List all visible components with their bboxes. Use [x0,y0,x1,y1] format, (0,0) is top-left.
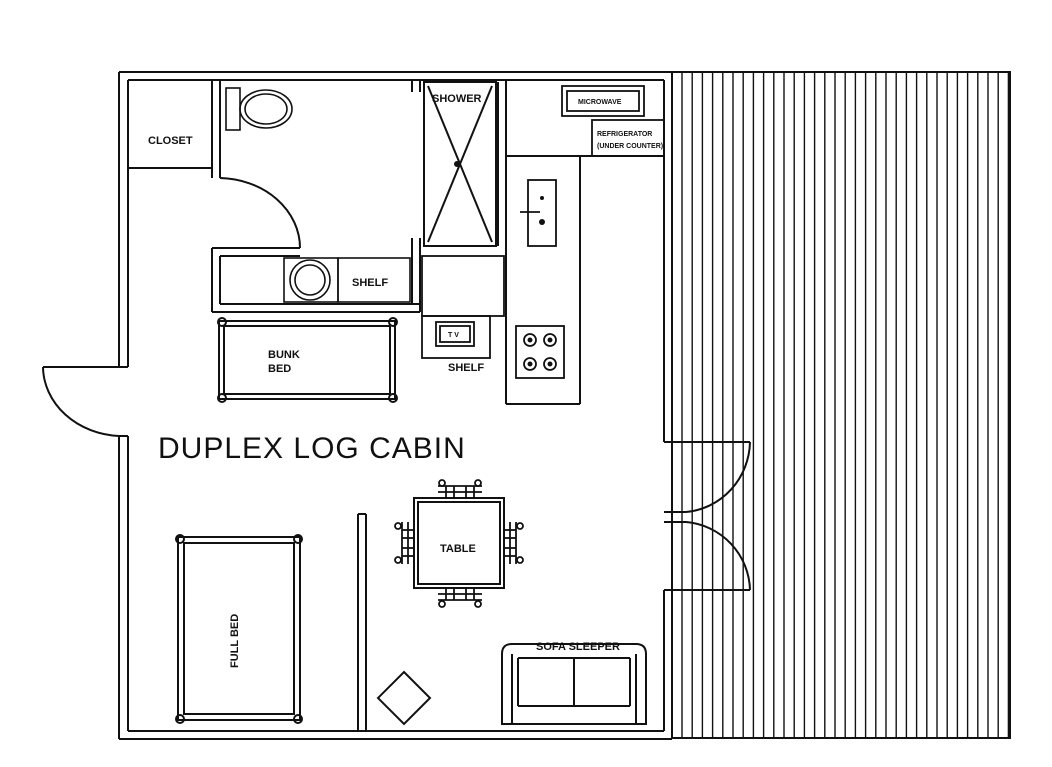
stove-icon [515,325,565,379]
exterior-walls [118,71,750,740]
sofa-sleeper [501,643,647,725]
closet [128,80,221,169]
chair-left [394,522,414,564]
tv-label: T V [448,332,459,339]
refrigerator-sublabel: (UNDER COUNTER) [597,143,663,150]
chair-bottom [438,588,482,608]
end-table [376,670,432,726]
shower-label: SHOWER [432,93,482,105]
full-bed-label: FULL BED [229,614,241,668]
burner-icon [547,361,553,367]
full-bed [175,534,303,724]
shower-drain-icon [454,161,460,167]
closet-label: CLOSET [148,135,193,147]
bunk-bed [217,317,398,403]
shower [423,81,499,247]
refrigerator-label: REFRIGERATOR [597,131,652,138]
faucet-icon [540,196,544,200]
microwave-icon [561,85,645,117]
refrigerator-icon [591,119,665,157]
toilet-icon [225,87,293,131]
tv-shelf-label: SHELF [448,362,484,374]
deck [671,71,1011,739]
bathroom-walls [211,80,421,313]
table [413,497,505,589]
chair-right [504,522,524,564]
kitchen-counter [505,80,664,405]
bunk-bed-sublabel: BED [268,363,291,375]
plan-title: DUPLEX LOG CABIN [158,432,466,465]
bath-shelf-label: SHELF [352,277,388,289]
bath-shelf [337,257,411,303]
sofa-sleeper-label: SOFA SLEEPER [536,641,620,653]
tv-shelf [421,255,505,359]
sink-icon [520,179,557,247]
entry-door-left [42,366,120,437]
bedroom-partition [357,513,367,731]
burner-icon [547,337,553,343]
burner-icon [527,337,533,343]
chair-top [438,479,482,498]
deck-double-door [664,441,751,591]
bunk-bed-label: BUNK [268,349,300,361]
sink-drain-icon [539,219,545,225]
table-label: TABLE [440,543,476,555]
washer-icon [283,257,339,303]
burner-icon [527,361,533,367]
microwave-label: MICROWAVE [578,99,622,106]
